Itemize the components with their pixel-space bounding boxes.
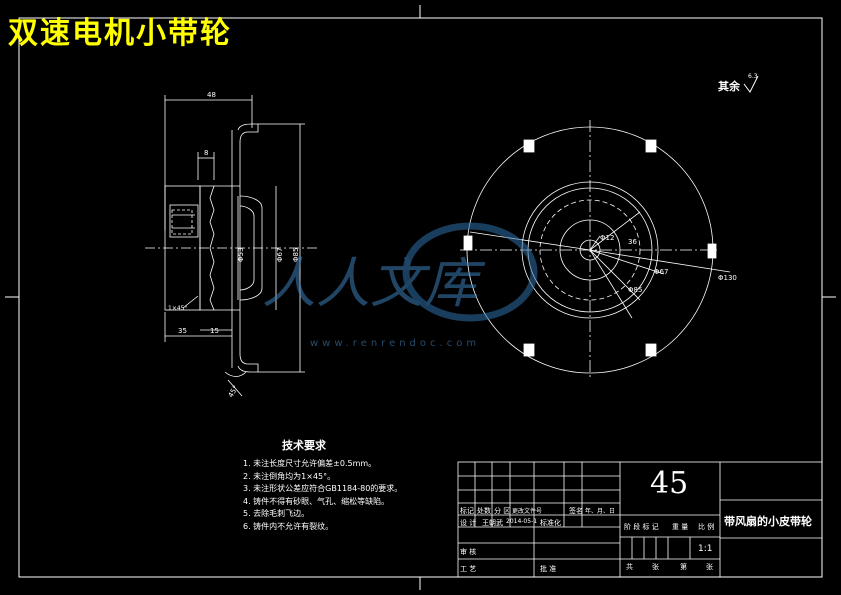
tb-weight: 重 量 xyxy=(672,523,689,531)
dim-left: 35 xyxy=(178,327,187,335)
front-view xyxy=(460,120,731,380)
tb-header-mark: 标记 xyxy=(460,507,474,515)
side-view-dimensions: 48 8 Φ53 Φ67 Φ85 35 15 1×45° 45° xyxy=(168,91,300,399)
tb-review: 审 核 xyxy=(460,548,477,556)
dim-chamfer: 1×45° xyxy=(168,305,187,312)
tech-requirement-item: 3. 未注形状公差应符合GB1184-80的要求。 xyxy=(243,484,403,494)
tb-design-date: 2014-05-1 xyxy=(506,518,538,525)
tb-sheet-total-label: 共 xyxy=(626,563,633,571)
front-view-dimensions: Φ12 36 Φ67 Φ85 Φ130 xyxy=(600,234,737,294)
tb-header-count: 处数 xyxy=(477,507,491,515)
tech-requirement-item: 1. 未注长度尺寸允许偏差±0.5mm。 xyxy=(243,459,377,468)
dim-r: 36 xyxy=(628,238,637,246)
part-name: 带风扇的小皮带轮 xyxy=(724,515,812,528)
watermark-url: www.renrendoc.com xyxy=(310,338,480,349)
dim-d1: Φ53 xyxy=(237,248,245,262)
tb-standardize: 标准化 xyxy=(540,519,561,527)
tb-design-label: 设 计 xyxy=(460,519,477,527)
tb-approve: 批 准 xyxy=(540,565,557,573)
roughness-label: 其余 xyxy=(718,79,741,93)
dim-center: Φ12 xyxy=(600,234,614,242)
dim-d67: Φ67 xyxy=(654,268,668,276)
tech-requirements-heading: 技术要求 xyxy=(282,439,326,452)
tb-scale: 1:1 xyxy=(698,544,713,554)
tb-process: 工 艺 xyxy=(460,565,477,573)
material-label: 45 xyxy=(650,466,689,501)
tech-requirements-list: 1. 未注长度尺寸允许偏差±0.5mm。 2. 未注倒角均为1×45°。 3. … xyxy=(243,458,402,534)
drawing-frame xyxy=(5,5,836,590)
tech-requirement-item: 5. 去除毛刺飞边。 xyxy=(243,509,310,519)
tb-stage-mark: 阶 段 标 记 xyxy=(624,523,659,531)
dim-angle: 45° xyxy=(227,384,240,399)
tb-header-zone: 分 区 xyxy=(494,507,511,515)
dim-hub: 8 xyxy=(204,149,208,157)
fan-blade-tabs xyxy=(463,139,717,357)
tech-requirement-item: 2. 未注倒角均为1×45°。 xyxy=(243,471,336,481)
tb-designer: 王朝武 xyxy=(482,519,503,527)
drawing-title: 双速电机小带轮 xyxy=(8,16,232,51)
tech-requirement-item: 4. 铸件不得有砂眼、气孔、缩松等缺陷。 xyxy=(243,496,390,506)
roughness-value: 6.3 xyxy=(748,73,758,80)
roughness-note: 其余 6.3 xyxy=(718,73,759,93)
tb-sheet-total-unit: 张 xyxy=(652,563,659,571)
dim-d85: Φ85 xyxy=(628,286,642,294)
dim-outer: Φ130 xyxy=(718,274,737,282)
tb-sheet-no-label: 第 xyxy=(680,563,687,571)
tech-requirement-item: 6. 铸件内不允许有裂纹。 xyxy=(243,521,334,531)
dim-d2: Φ67 xyxy=(276,248,284,262)
watermark: 人人文库 www.renrendoc.com xyxy=(262,222,538,349)
tb-header-date: 年、月、日 xyxy=(585,508,616,515)
dim-overall-width: 48 xyxy=(207,91,216,99)
tb-header-docno: 更改文件号 xyxy=(512,508,543,515)
watermark-cn: 人人文库 xyxy=(262,252,486,315)
dim-d3: Φ85 xyxy=(292,248,300,262)
roughness-symbol xyxy=(743,75,759,93)
tb-scale-label: 比 例 xyxy=(698,523,715,531)
side-section-view xyxy=(145,95,320,397)
tb-header-sign: 签名 xyxy=(569,507,583,515)
dim-right: 15 xyxy=(210,327,219,335)
tb-sheet-no-unit: 张 xyxy=(706,563,713,571)
title-block xyxy=(457,461,823,578)
